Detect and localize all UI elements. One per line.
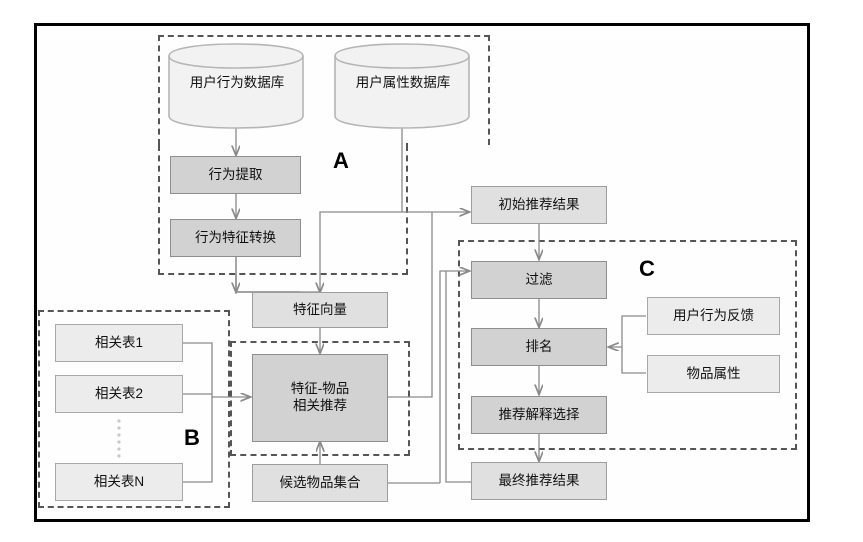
region-label-b: B — [184, 425, 200, 450]
node-recommend-explanation-select[interactable]: 推荐解释选择 — [471, 396, 607, 434]
region-label-a: A — [333, 148, 349, 173]
node-candidate-item-set[interactable]: 候选物品集合 — [252, 464, 388, 502]
vertical-ellipsis-icon — [117, 419, 121, 458]
node-behavior-feature-transform[interactable]: 行为特征转换 — [170, 219, 301, 257]
region-label-c: C — [639, 256, 655, 281]
node-item-attribute[interactable]: 物品属性 — [647, 355, 780, 393]
node-related-table-2[interactable]: 相关表2 — [55, 375, 183, 413]
node-initial-recommend-result[interactable]: 初始推荐结果 — [471, 186, 607, 224]
region-a-dashed-box — [158, 35, 490, 145]
node-final-recommend-result[interactable]: 最终推荐结果 — [471, 462, 607, 500]
node-feature-vector[interactable]: 特征向量 — [252, 292, 388, 328]
user-attribute-database-label: 用户属性数据库 — [355, 74, 451, 90]
region-b-dashed-box — [38, 310, 230, 508]
node-user-behavior-feedback[interactable]: 用户行为反馈 — [647, 297, 780, 335]
user-behavior-database — [168, 43, 304, 129]
node-feature-item-recommend[interactable]: 特征-物品 相关推荐 — [252, 354, 388, 442]
node-ranking[interactable]: 排名 — [471, 328, 607, 366]
node-related-table-1[interactable]: 相关表1 — [55, 324, 183, 362]
user-attribute-database — [334, 43, 470, 129]
user-behavior-database-label: 用户行为数据库 — [189, 74, 285, 90]
region-a-dashed-edge-right-top — [406, 143, 408, 147]
node-behavior-extraction[interactable]: 行为提取 — [170, 156, 301, 194]
node-related-table-n[interactable]: 相关表N — [55, 463, 183, 501]
node-filter[interactable]: 过滤 — [471, 261, 607, 299]
